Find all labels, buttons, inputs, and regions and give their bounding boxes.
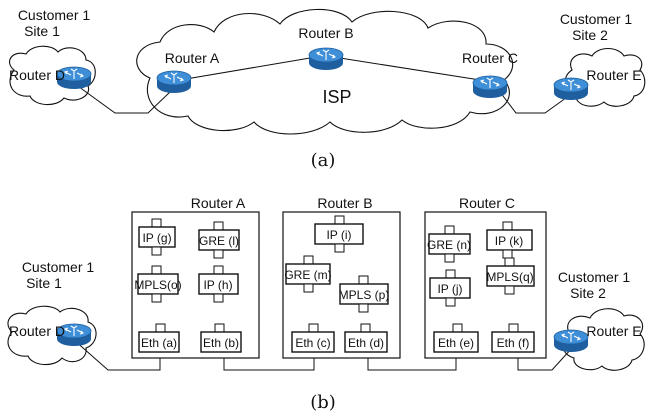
svg-text:IP (g): IP (g) <box>142 231 171 245</box>
svg-text:IP (j): IP (j) <box>437 282 462 296</box>
router-c-title: Router C <box>459 195 515 211</box>
svg-text:IP (k): IP (k) <box>495 234 523 248</box>
router-icon <box>308 47 344 71</box>
svg-text:Eth (d): Eth (d) <box>348 336 384 350</box>
site1-label-a-2: Site 1 <box>24 23 60 39</box>
svg-text:GRE (m): GRE (m) <box>284 268 331 282</box>
router-e-label-a: Router E <box>586 67 641 83</box>
svg-text:Eth (b): Eth (b) <box>203 336 239 350</box>
router-icon <box>553 77 589 101</box>
svg-text:Eth (e): Eth (e) <box>438 336 474 350</box>
site1-label-b-1: Customer 1 <box>22 259 95 275</box>
link-b-c <box>339 57 481 81</box>
module-ip-g: IP (g) <box>138 218 176 256</box>
router-a-label-a: Router A <box>165 50 220 66</box>
router-e-label-b: Router E <box>586 323 641 339</box>
isp-label: ISP <box>322 87 351 107</box>
svg-text:Eth (a): Eth (a) <box>141 336 177 350</box>
caption-a: (a) <box>311 150 336 171</box>
svg-text:IP (i): IP (i) <box>326 228 351 242</box>
module-eth-a: Eth (a) <box>138 323 180 353</box>
svg-text:Eth (f): Eth (f) <box>497 336 530 350</box>
link-eth-f-e <box>517 347 573 371</box>
site2-label-b-1: Customer 1 <box>558 269 631 285</box>
svg-text:GRE (l): GRE (l) <box>199 234 239 248</box>
module-ip-j: IP (j) <box>429 269 471 307</box>
svg-text:MPLS(o): MPLS(o) <box>134 278 181 292</box>
link-c-e <box>499 91 571 114</box>
module-eth-f: Eth (f) <box>491 323 535 353</box>
module-eth-d: Eth (d) <box>344 323 388 353</box>
module-gre-m: GRE (m) <box>284 255 332 293</box>
router-d-label-a: Router D <box>9 67 65 83</box>
router-c-label-a: Router C <box>462 50 518 66</box>
site1-label-a-1: Customer 1 <box>18 7 91 23</box>
svg-text:MPLS (p): MPLS (p) <box>339 288 390 302</box>
module-eth-b: Eth (b) <box>200 323 242 353</box>
site2-label-b-2: Site 2 <box>570 285 606 301</box>
site2-label-a-1: Customer 1 <box>560 11 633 27</box>
router-icon <box>553 329 589 353</box>
router-icon <box>156 70 192 94</box>
module-gre-l: GRE (l) <box>198 221 240 259</box>
router-icon <box>472 75 508 99</box>
router-b-label-a: Router B <box>298 25 353 41</box>
link-a-b <box>179 57 311 81</box>
site1-cloud-b <box>7 305 97 366</box>
svg-text:Eth (c): Eth (c) <box>295 336 330 350</box>
svg-text:MPLS(q): MPLS(q) <box>486 270 533 284</box>
site1-label-b-2: Site 1 <box>26 275 62 291</box>
router-d-label-b: Router D <box>9 323 65 339</box>
module-ip-k: IP (k) <box>486 221 533 259</box>
link-d-eth-a <box>73 339 161 371</box>
router-b-title: Router B <box>317 195 372 211</box>
svg-text:GRE (n): GRE (n) <box>427 238 471 252</box>
module-ip-i: IP (i) <box>314 215 364 253</box>
module-mpls-q: MPLS(q) <box>486 257 535 295</box>
module-eth-c: Eth (c) <box>291 323 335 353</box>
module-eth-e: Eth (e) <box>433 323 479 353</box>
caption-b: (b) <box>310 392 336 413</box>
svg-text:IP (h): IP (h) <box>203 278 232 292</box>
router-a-title: Router A <box>191 195 246 211</box>
site2-cloud-b <box>562 308 645 371</box>
module-gre-n: GRE (n) <box>427 225 471 263</box>
isp-cloud <box>136 8 514 135</box>
module-mpls-o: MPLS(o) <box>134 265 182 303</box>
link-eth-d-eth-e <box>367 353 457 371</box>
link-d-a <box>74 83 171 114</box>
module-ip-h: IP (h) <box>198 265 239 303</box>
site1-cloud-a <box>9 45 96 106</box>
site2-label-a-2: Site 2 <box>572 27 608 43</box>
link-eth-b-eth-c <box>223 353 315 371</box>
module-mpls-p: MPLS (p) <box>339 275 390 313</box>
